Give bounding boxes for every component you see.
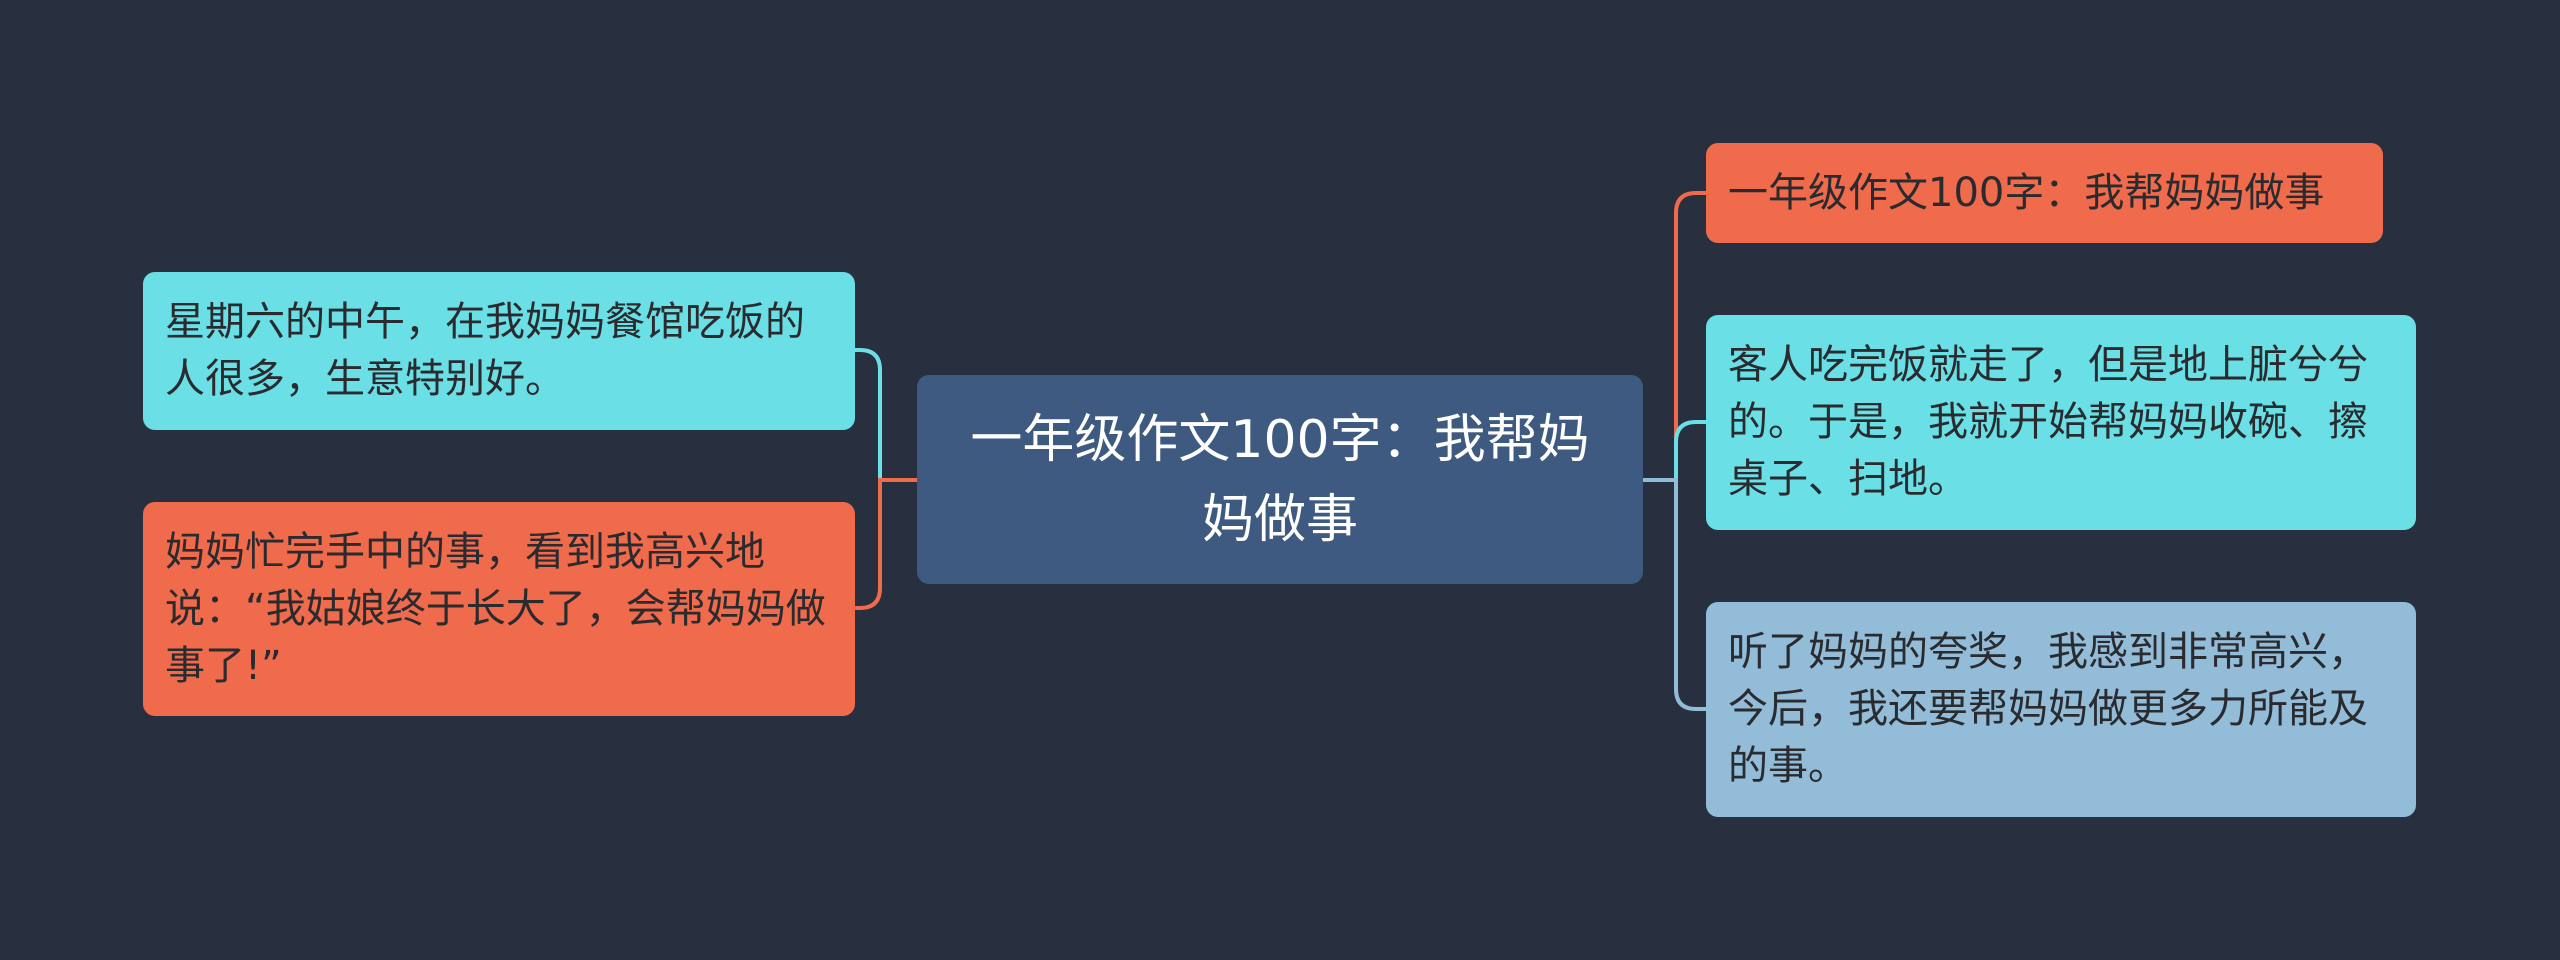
right-branch-node-1[interactable]: 一年级作文100字：我帮妈妈做事 xyxy=(1706,143,2383,243)
link-center-right-3 xyxy=(1643,478,1706,711)
link-center-left-2 xyxy=(855,478,917,610)
right-branch-text-2: 客人吃完饭就走了，但是地上脏兮兮的。于是，我就开始帮妈妈收碗、擦桌子、扫地。 xyxy=(1728,342,2368,502)
link-center-right-1 xyxy=(1643,191,1706,482)
link-center-right-2 xyxy=(1643,420,1706,482)
left-branch-node-2[interactable]: 妈妈忙完手中的事，看到我高兴地说：“我姑娘终于长大了，会帮妈妈做事了!” xyxy=(143,502,855,716)
left-branch-text-2: 妈妈忙完手中的事，看到我高兴地说：“我姑娘终于长大了，会帮妈妈做事了!” xyxy=(165,528,826,689)
link-center-left-1 xyxy=(855,348,917,482)
central-topic-node[interactable]: 一年级作文100字：我帮妈妈做事 xyxy=(917,375,1643,584)
right-branch-text-1: 一年级作文100字：我帮妈妈做事 xyxy=(1728,169,2325,216)
right-branch-node-3[interactable]: 听了妈妈的夸奖，我感到非常高兴，今后，我还要帮妈妈做更多力所能及的事。 xyxy=(1706,602,2416,817)
left-branch-node-1[interactable]: 星期六的中午，在我妈妈餐馆吃饭的人很多，生意特别好。 xyxy=(143,272,855,430)
central-topic-text: 一年级作文100字：我帮妈妈做事 xyxy=(970,409,1590,550)
right-branch-text-3: 听了妈妈的夸奖，我感到非常高兴，今后，我还要帮妈妈做更多力所能及的事。 xyxy=(1728,629,2368,789)
right-branch-node-2[interactable]: 客人吃完饭就走了，但是地上脏兮兮的。于是，我就开始帮妈妈收碗、擦桌子、扫地。 xyxy=(1706,315,2416,530)
left-branch-text-1: 星期六的中午，在我妈妈餐馆吃饭的人很多，生意特别好。 xyxy=(165,299,805,402)
